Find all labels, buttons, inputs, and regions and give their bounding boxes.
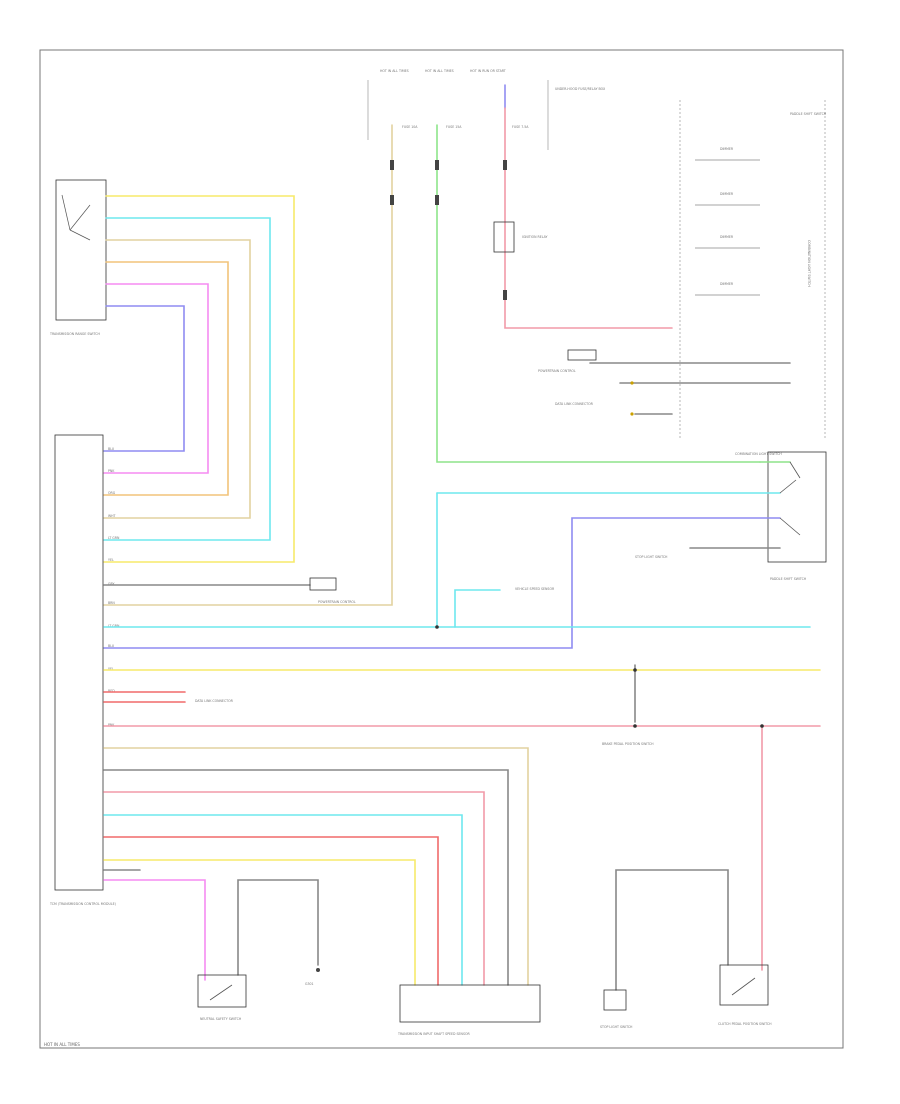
svg-text:LT GRN: LT GRN [108, 536, 120, 540]
svg-text:HOT IN ALL TIMES: HOT IN ALL TIMES [425, 69, 454, 73]
svg-text:PNK: PNK [108, 469, 115, 473]
svg-text:GRY: GRY [108, 582, 114, 586]
svg-text:TRANSMISSION INPUT SHAFT SPEED: TRANSMISSION INPUT SHAFT SPEED SENSOR [397, 1032, 470, 1036]
wire-blue-upper [103, 517, 781, 649]
wire-pink-bottom [103, 791, 485, 986]
svg-text:FUSE 7.5A: FUSE 7.5A [512, 125, 529, 129]
svg-text:YEL: YEL [108, 558, 114, 562]
svg-text:UNDER-HOOD FUSE/RELAY BOX: UNDER-HOOD FUSE/RELAY BOX [555, 87, 606, 91]
svg-text:WHT: WHT [108, 514, 116, 518]
svg-text:IGNITION RELAY: IGNITION RELAY [522, 235, 548, 239]
wire-cyan-range [103, 217, 271, 541]
wire-tan-fuse [103, 124, 393, 606]
svg-text:PADDLE SHIFT SWITCH: PADDLE SHIFT SWITCH [770, 577, 807, 581]
svg-text:STOP LIGHT SWITCH: STOP LIGHT SWITCH [635, 555, 668, 559]
clutch-switch [719, 964, 769, 1006]
paddle-switch-box [767, 451, 827, 563]
svg-text:BRAKE PEDAL POSITION SWITCH: BRAKE PEDAL POSITION SWITCH [602, 742, 654, 746]
wire-green-fuse [436, 124, 761, 463]
svg-text:PADDLE SHIFT SWITCH: PADDLE SHIFT SWITCH [790, 112, 827, 116]
wire-red-bottom [103, 836, 439, 986]
svg-text:BLU: BLU [108, 644, 115, 648]
neutral-switch [197, 974, 247, 1008]
svg-text:POWERTRAIN CONTROL: POWERTRAIN CONTROL [538, 369, 576, 373]
svg-text:DATA LINK CONNECTOR: DATA LINK CONNECTOR [555, 402, 594, 406]
svg-text:NEUTRAL SAFETY SWITCH: NEUTRAL SAFETY SWITCH [200, 1017, 242, 1021]
svg-text:COMBINATION LIGHT SWITCH: COMBINATION LIGHT SWITCH [735, 452, 782, 456]
wire-yellow-bottom [103, 859, 416, 986]
wire-pink-fuse [504, 107, 673, 329]
svg-text:TCM (TRANSMISSION CONTROL MODU: TCM (TRANSMISSION CONTROL MODULE) [49, 902, 116, 906]
junction-dots [435, 625, 764, 728]
svg-text:DIMMER: DIMMER [720, 282, 734, 286]
svg-text:LT GRN: LT GRN [108, 624, 120, 628]
svg-text:POWERTRAIN CONTROL: POWERTRAIN CONTROL [318, 600, 356, 604]
svg-text:BLU: BLU [108, 447, 115, 451]
wire-yellow-range [103, 195, 295, 563]
svg-text:DIMMER: DIMMER [720, 192, 734, 196]
svg-text:TRANSMISSION RANGE SWITCH: TRANSMISSION RANGE SWITCH [49, 332, 100, 336]
svg-text:DIMMER: DIMMER [720, 235, 734, 239]
tcm-module [54, 434, 104, 891]
wire-tan-bottom [103, 747, 529, 986]
sensor-connector [399, 984, 541, 1023]
wire-blue-range [103, 305, 185, 452]
svg-text:FUSE 10A: FUSE 10A [402, 125, 418, 129]
svg-text:RED: RED [108, 689, 115, 693]
svg-text:CLUTCH PEDAL POSITION SWITCH: CLUTCH PEDAL POSITION SWITCH [718, 1022, 772, 1026]
svg-text:G301: G301 [305, 982, 314, 986]
svg-text:DIMMER: DIMMER [720, 147, 734, 151]
svg-text:HOT IN RUN OR START: HOT IN RUN OR START [470, 69, 506, 73]
svg-text:VEHICLE SPEED SENSOR: VEHICLE SPEED SENSOR [515, 587, 555, 591]
svg-text:ORG: ORG [108, 491, 116, 495]
transmission-range-switch: TRANSMISSION RANGE SWITCH [49, 179, 107, 336]
ignition-relay [493, 221, 515, 253]
svg-text:PNK: PNK [108, 723, 115, 727]
svg-text:STOP LIGHT SWITCH: STOP LIGHT SWITCH [600, 1025, 633, 1029]
svg-text:DATA LINK CONNECTOR: DATA LINK CONNECTOR [195, 699, 234, 703]
svg-text:YEL: YEL [108, 667, 114, 671]
wire-cyan-bottom [103, 814, 463, 986]
svg-text:COMBINATION LIGHT SWITCH: COMBINATION LIGHT SWITCH [807, 240, 811, 287]
page-label: HOT IN ALL TIMES [44, 1042, 80, 1047]
wire-magenta-bottom [103, 879, 206, 981]
svg-text:HOT IN ALL TIMES: HOT IN ALL TIMES [380, 69, 409, 73]
fuse-labels: HOT IN ALL TIMES HOT IN ALL TIMES HOT IN… [380, 69, 606, 239]
tcm-pin-labels: BLU PNK ORG WHT LT GRN YEL GRY BRN LT GR… [108, 447, 120, 727]
diagram-border [39, 49, 844, 1049]
switch-stack: DIMMER DIMMER DIMMER DIMMER [695, 147, 760, 296]
svg-text:BRN: BRN [108, 601, 115, 605]
stop-light-switch [603, 989, 627, 1011]
svg-text:FUSE 15A: FUSE 15A [446, 125, 462, 129]
wire-tan-range [103, 239, 251, 519]
wire-orange-range [103, 261, 229, 496]
fuse-markers [390, 160, 507, 300]
wire-magenta-range [103, 283, 209, 474]
